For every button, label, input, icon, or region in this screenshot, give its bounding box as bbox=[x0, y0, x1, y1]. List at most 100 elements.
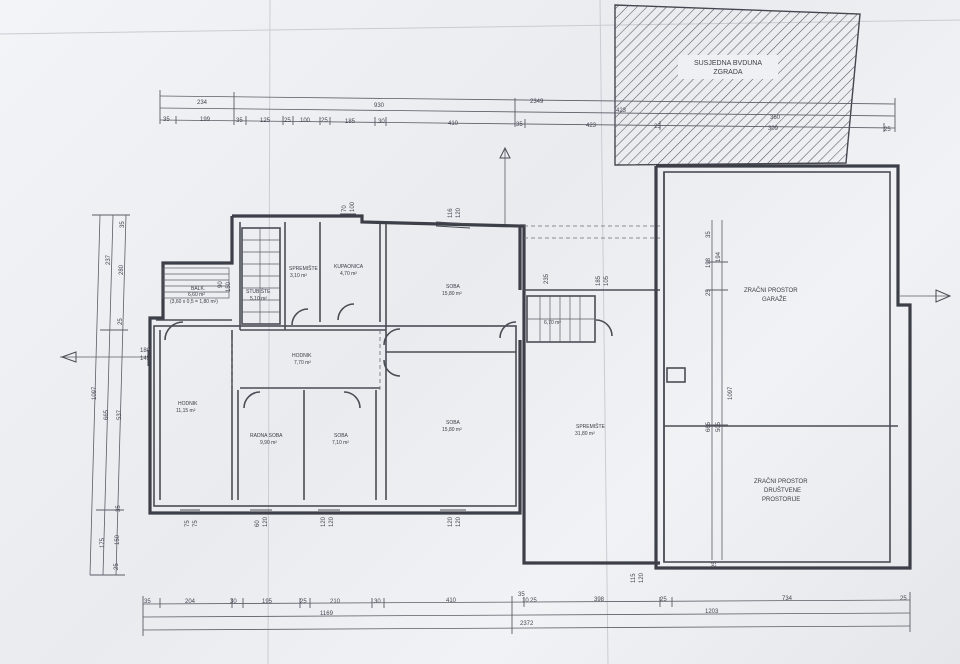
room-kupaonica-area: 4,70 m² bbox=[340, 271, 357, 277]
room-spremiste-big-area: 31,80 m² bbox=[575, 431, 595, 437]
room-soba-top-name: SOBA bbox=[446, 284, 461, 290]
dim-label: 309 bbox=[768, 126, 779, 132]
dim-label: 25 bbox=[884, 127, 891, 133]
room-kupaonica-name: KUPAONICA bbox=[334, 264, 364, 270]
dim-label: 35 bbox=[120, 221, 126, 228]
dim-label: 30 bbox=[230, 599, 237, 605]
dim-label: 116 bbox=[448, 208, 454, 218]
dim-label: 1097 bbox=[728, 386, 734, 400]
dim-label: 120 bbox=[456, 207, 462, 218]
dim-label: 235 bbox=[544, 273, 550, 284]
dim-label: 237 bbox=[106, 254, 112, 265]
neighbor-label-line1: SUSJEDNA BVDUNA bbox=[694, 60, 762, 67]
top-dimensions: 234 930 2349 423 360 35 199 35 125 25 10… bbox=[159, 90, 896, 133]
dim-label: 423 bbox=[586, 123, 597, 129]
dim-label: 665 bbox=[104, 409, 110, 420]
neighbor-label-line2: ZGRADA bbox=[713, 69, 743, 76]
dim-label: 35 bbox=[163, 117, 170, 123]
dim-label: 410 bbox=[446, 598, 457, 604]
dim-label: 70 bbox=[342, 205, 348, 212]
dim-label: 25 bbox=[712, 561, 718, 568]
dim-label: 734 bbox=[782, 596, 793, 602]
dim-label: 1203 bbox=[705, 609, 719, 615]
dim-label: 175 bbox=[100, 537, 106, 548]
dim-label: 75 bbox=[185, 520, 191, 527]
room-hodnik-left-name: HODNIK bbox=[178, 401, 198, 407]
room-spremiste-small-name: SPREMIŠTE bbox=[289, 265, 319, 272]
neighbor-building: SUSJEDNA BVDUNA ZGRADA bbox=[614, 4, 861, 166]
room-hodnik-mid-name: HODNIK bbox=[292, 353, 312, 359]
room-spremiste-big-name: SPREMIŠTE bbox=[576, 423, 606, 430]
dim-label: 25 bbox=[530, 598, 537, 604]
room-soba-big-area: 15,80 m² bbox=[442, 427, 462, 433]
garage-block bbox=[654, 164, 912, 570]
dim-label: 1097 bbox=[92, 386, 98, 400]
room-radna-soba-name: RADNA SOBA bbox=[250, 433, 283, 439]
dim-label: 90 bbox=[218, 281, 224, 288]
room-balkon-area: 6,60 m² bbox=[188, 292, 205, 298]
dim-label: 120 bbox=[329, 516, 335, 527]
left-dimensions: 1097 237 665 175 35 280 25 537 35 150 25 bbox=[89, 214, 130, 576]
dim-label: 150 bbox=[115, 534, 121, 545]
dim-label: 2372 bbox=[520, 621, 534, 627]
dim-label: 505 bbox=[716, 421, 722, 432]
dim-label: 204 bbox=[185, 599, 196, 605]
dim-label: 10 bbox=[522, 598, 529, 604]
dim-label: 25 bbox=[660, 597, 667, 603]
dim-label: 195 bbox=[262, 599, 273, 605]
dim-label: 930 bbox=[374, 103, 385, 109]
paper-fold bbox=[267, 0, 271, 664]
dim-label: 120 bbox=[639, 572, 645, 583]
dim-label: 25 bbox=[284, 118, 291, 124]
dim-label: 2349 bbox=[530, 99, 544, 105]
dim-label: 25 bbox=[321, 118, 328, 124]
dim-label: 120 bbox=[321, 516, 327, 527]
dim-label: 180 bbox=[140, 348, 151, 354]
room-small-mid-area: 6,70 m² bbox=[544, 320, 561, 326]
dim-label: 35 bbox=[706, 231, 712, 238]
dim-label: 30 bbox=[378, 119, 385, 125]
room-zracni-drustvene-line1: ZRAČNI PROSTOR bbox=[754, 478, 808, 485]
dim-label: 60 bbox=[255, 520, 261, 527]
dim-label: 234 bbox=[197, 100, 208, 106]
dim-label: 398 bbox=[594, 597, 605, 603]
dim-label: 145 bbox=[140, 356, 151, 362]
dim-label: 120 bbox=[263, 516, 269, 527]
dim-label: 25 bbox=[118, 318, 124, 325]
dim-label: 125 bbox=[260, 118, 271, 124]
dim-label: 115 bbox=[631, 573, 637, 583]
dim-label: 100 bbox=[300, 118, 311, 124]
dim-label: 120 bbox=[448, 516, 454, 527]
dim-label: 120 bbox=[456, 516, 462, 527]
dim-label: 75 bbox=[193, 520, 199, 527]
room-soba-top-area: 15,80 m² bbox=[442, 291, 462, 297]
dim-label: 423 bbox=[616, 108, 627, 114]
room-soba-big-name: SOBA bbox=[446, 420, 461, 426]
dim-label: 537 bbox=[117, 409, 123, 420]
dim-label: 1169 bbox=[320, 611, 334, 617]
dim-label: 210 bbox=[330, 599, 341, 605]
room-zracni-drustvene-line2: DRUŠTVENE bbox=[764, 487, 801, 494]
house-walls bbox=[147, 213, 660, 565]
dim-label: 25 bbox=[900, 596, 907, 602]
room-labels: SPREMIŠTE 3,10 m² KUPAONICA 4,70 m² SOBA… bbox=[170, 264, 808, 503]
room-zracni-garaze-line1: ZRAČNI PROSTOR bbox=[744, 287, 798, 294]
dim-label: 35 bbox=[236, 118, 243, 124]
room-hodnik-mid-area: 7,70 m² bbox=[294, 360, 311, 366]
room-radna-soba-area: 9,90 m² bbox=[260, 440, 277, 446]
dim-label: 360 bbox=[770, 115, 781, 121]
room-zracni-drustvene-line3: PROSTORIJE bbox=[762, 497, 800, 503]
opening-dimensions: 180 145 75 75 90 150 120 120 120 120 60 … bbox=[140, 201, 645, 583]
garage-dimensions: 35 198 25 194 1097 665 505 25 235 bbox=[544, 231, 734, 568]
room-zracni-garaze-line2: GARAŽE bbox=[762, 295, 787, 303]
dim-label: 185 bbox=[596, 275, 602, 286]
dim-label: 30 bbox=[374, 599, 381, 605]
room-stubiste-name: STUBIŠTE bbox=[246, 288, 271, 295]
bottom-dimensions: 35 204 30 195 25 210 30 410 35 10 25 398… bbox=[142, 592, 911, 636]
room-soba-small-name: SOBA bbox=[334, 433, 349, 439]
room-stubiste-area: 5,10 m² bbox=[250, 296, 267, 302]
dim-label: 150 bbox=[226, 281, 232, 292]
dim-label: 35 bbox=[518, 592, 525, 598]
